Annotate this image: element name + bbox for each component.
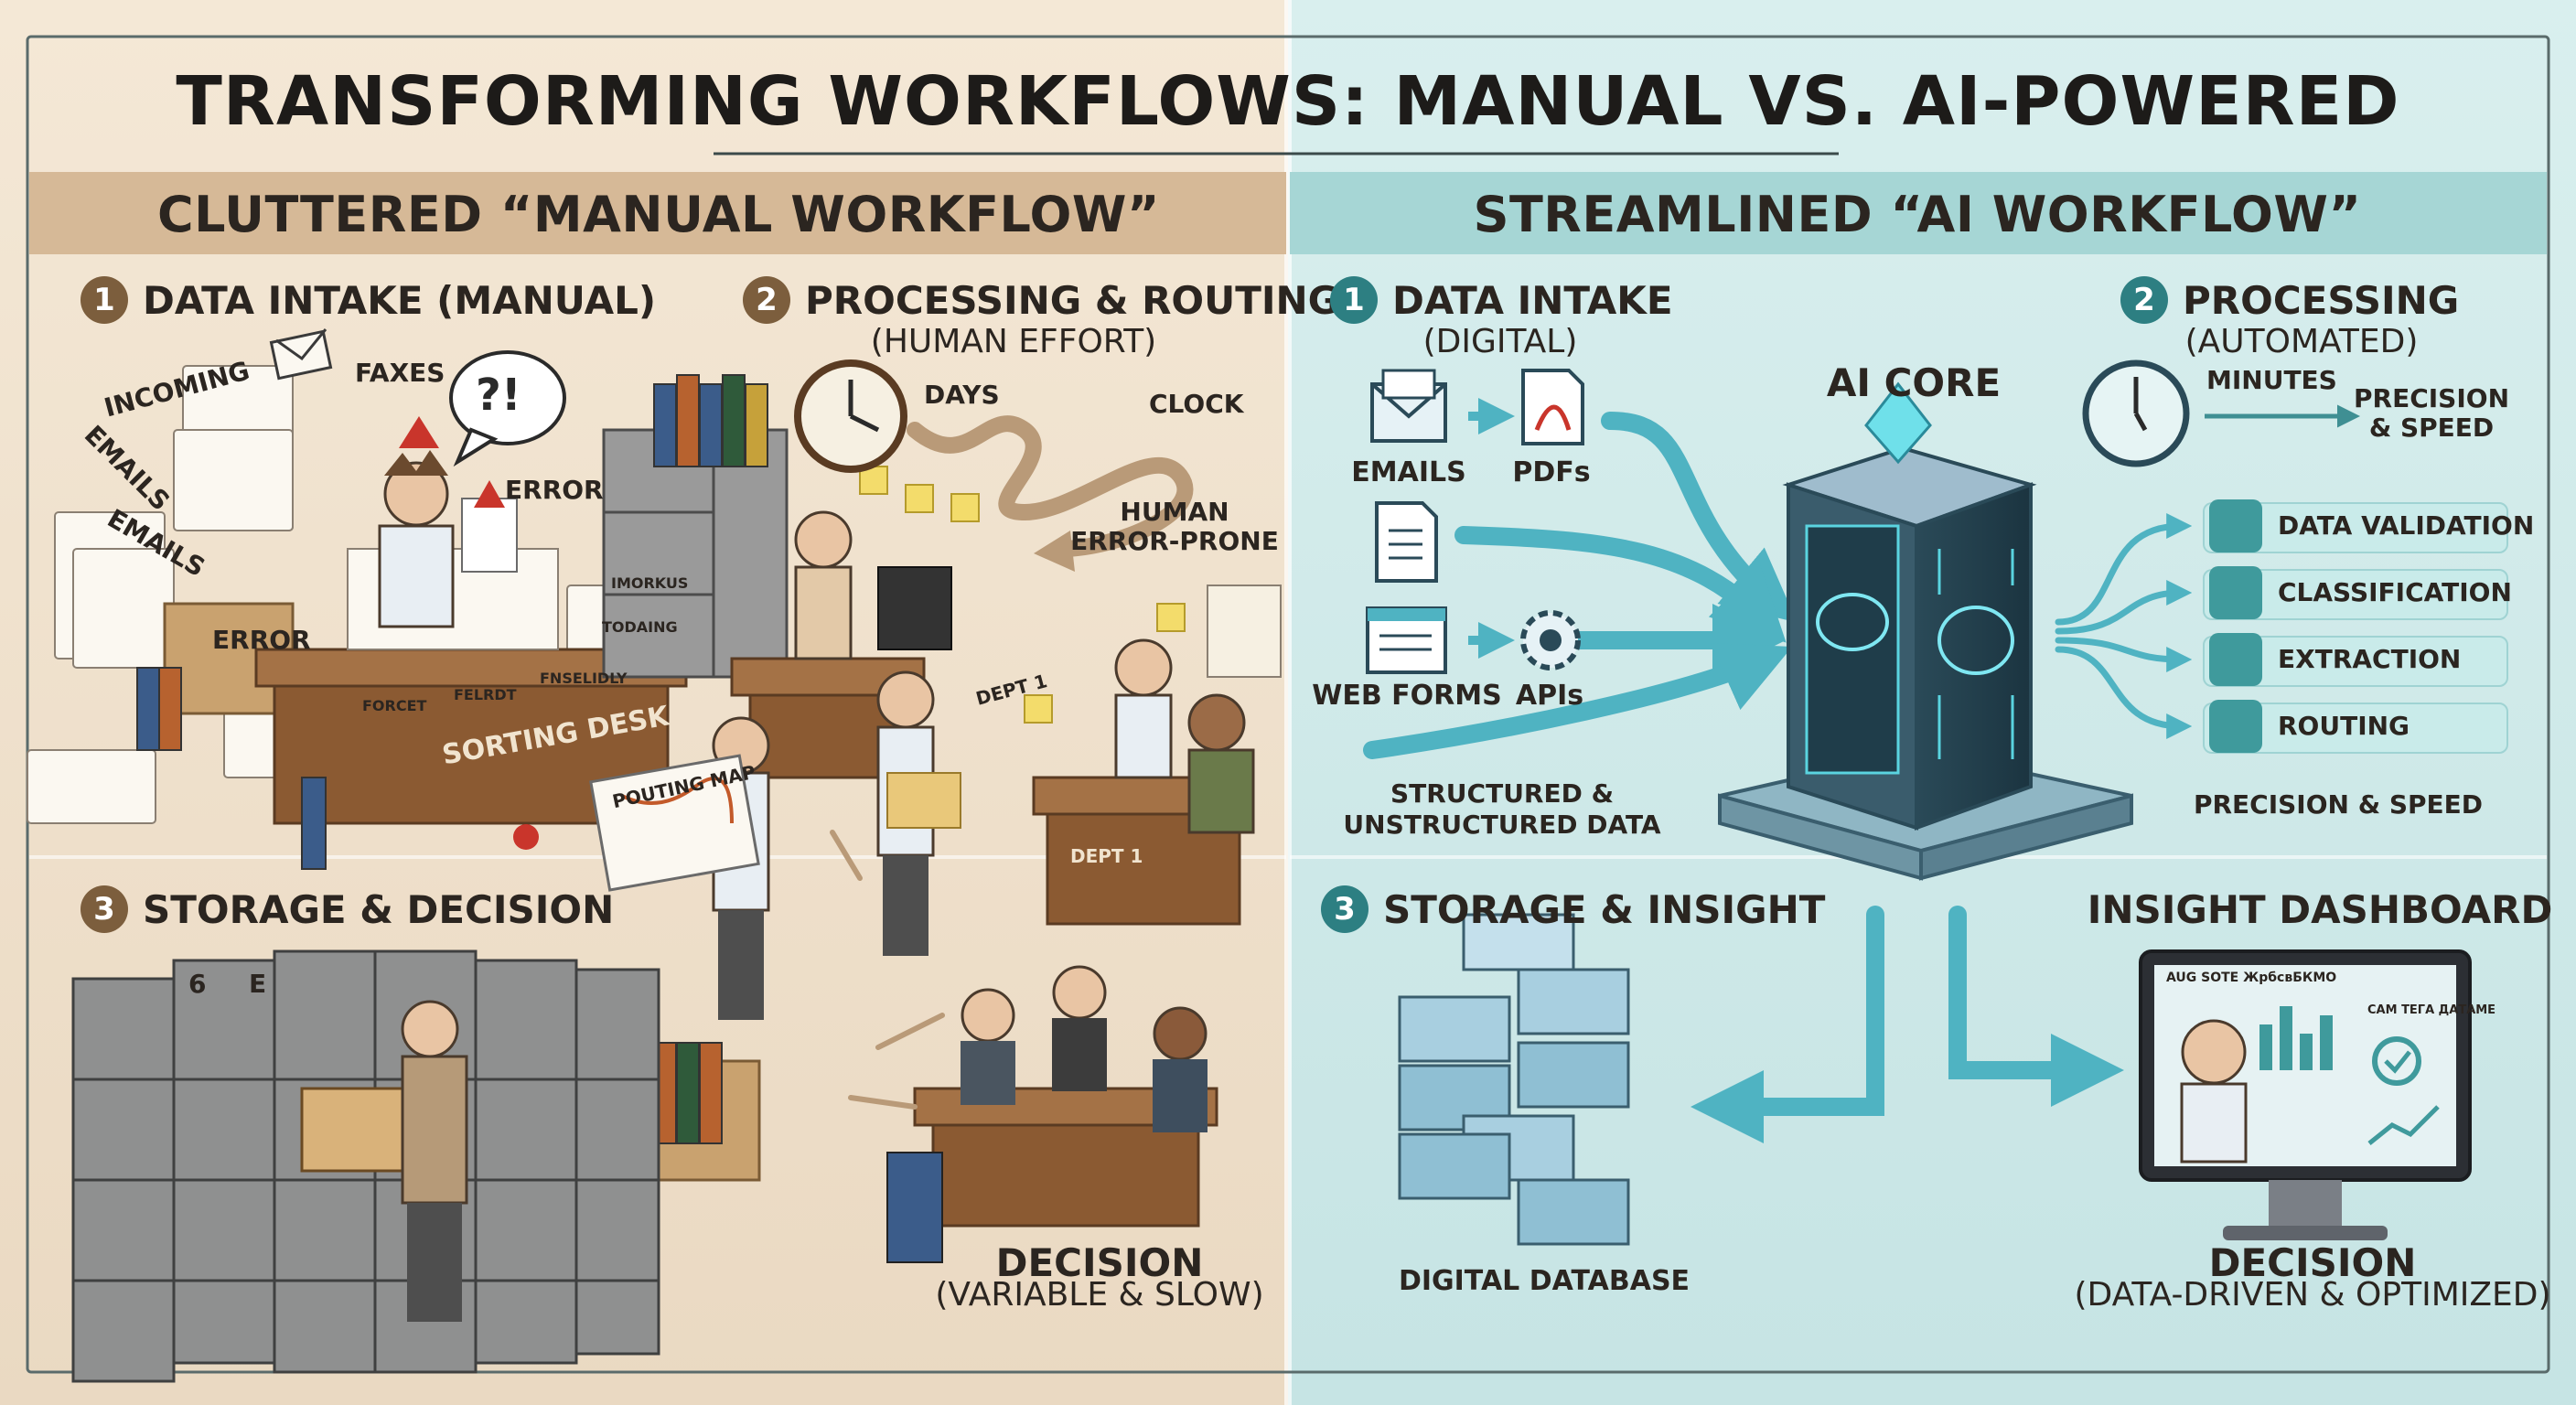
man-at-cabinet (401, 1000, 468, 1322)
ai-step2-sub: (AUTOMATED) (2184, 323, 2419, 360)
database-label: DIGITAL DATABASE (1398, 1265, 1690, 1297)
manual-step1-label: DATA INTAKE (MANUAL) (143, 278, 657, 323)
label-clock: CLOCK (1149, 389, 1244, 419)
input-pdfs-label: PDFs (1512, 456, 1591, 488)
label-days: DAYS (924, 380, 1000, 410)
monitor-icon (2139, 949, 2472, 1240)
manual-step3-label: STORAGE & DECISION (143, 887, 615, 932)
clock-icon (2082, 359, 2190, 467)
precision-bottom: PRECISION & SPEED (2193, 789, 2484, 820)
screen-text-b: САМ ТЕГА ДАТАМЕ (2367, 1003, 2496, 1017)
task-flows (2055, 513, 2193, 739)
flow-to-database (1690, 906, 1884, 1143)
winding-arrow (907, 415, 1194, 557)
folder-label-d: TODAING (602, 618, 678, 636)
network-icon (2209, 566, 2262, 619)
route-icon (2209, 700, 2262, 753)
database-icon (1398, 913, 1630, 1246)
folder-label-a: FORCET (362, 697, 427, 714)
structured-label-b: UNSTRUCTURED DATA (1343, 810, 1661, 840)
input-apis-label: APIs (1515, 680, 1584, 712)
task-extraction: EXTRACTION (2278, 644, 2462, 674)
clock-icon-manual (794, 359, 907, 473)
decision-meeting (886, 965, 1218, 1263)
manual-step2-badge: 2 (743, 276, 790, 324)
task-classification: CLASSIFICATION (2278, 577, 2512, 607)
cabinet-label-a: 6 (188, 969, 207, 999)
manual-decision-title: DECISION (995, 1240, 1204, 1285)
label-faxes: FAXES (355, 358, 445, 388)
minutes-label: MINUTES (2206, 365, 2337, 395)
envelope-icon (1370, 369, 1447, 443)
pdf-icon (1521, 369, 1584, 445)
manual-decision-sub: (VARIABLE & SLOW) (935, 1276, 1264, 1314)
label-error-prone: ERROR-PRONE (1070, 526, 1279, 556)
folder-label-c: FNSELIDLY (540, 670, 628, 687)
dashboard-title: INSIGHT DASHBOARD (2087, 887, 2553, 932)
ai-step1-sub: (DIGITAL) (1422, 323, 1578, 360)
label-error-a: ERROR (505, 475, 604, 505)
folder-label-b: FELRDT (454, 686, 517, 703)
input-flows (1363, 412, 1798, 759)
page-title: TRANSFORMING WORKFLOWS: MANUAL VS. AI-PO… (176, 62, 2400, 141)
manual-step2-label: PROCESSING & ROUTING (805, 278, 1340, 323)
cabinet-label-b: E (249, 969, 267, 999)
folder-label-e: IMORKUS (611, 574, 689, 592)
ai-core-server (1782, 381, 2037, 831)
manual-step2-sub: (HUMAN EFFORT) (870, 323, 1157, 360)
ai-step1-label: DATA INTAKE (1392, 278, 1673, 323)
task-routing: ROUTING (2278, 711, 2410, 741)
warning-icon (399, 416, 539, 850)
web-form-icon (1366, 606, 1447, 674)
structured-label-a: STRUCTURED & (1390, 778, 1615, 809)
manual-header: CLUTTERED “MANUAL WORKFLOW” (157, 186, 1160, 243)
envelope-icon-manual (269, 328, 333, 381)
flow-to-dashboard (1948, 906, 2124, 1107)
exclaim-text: ?! (476, 370, 521, 421)
filing-cabinets-top (602, 428, 789, 679)
input-emails-label: EMAILS (1351, 456, 1466, 488)
ai-step1-badge: 1 (1330, 276, 1378, 324)
ai-decision-sub: (DATA-DRIVEN & OPTIMIZED) (2074, 1276, 2551, 1314)
document-icon (1375, 501, 1438, 583)
ai-step3-badge: 3 (1321, 885, 1368, 933)
walking-men (589, 670, 961, 1020)
stressed-worker (378, 450, 518, 628)
magnifier-icon (2209, 633, 2262, 686)
manual-step1-badge: 1 (80, 276, 128, 324)
ai-decision-title: DECISION (2208, 1240, 2417, 1285)
binders (136, 374, 768, 1144)
task-data-validation: DATA VALIDATION (2278, 510, 2535, 541)
label-human: HUMAN (1120, 497, 1229, 527)
ai-step2-label: PROCESSING (2183, 278, 2460, 323)
speech-bubble-icon (449, 350, 566, 467)
input-webforms-label: WEB FORMS (1312, 680, 1502, 712)
precision-top-a: PRECISION (2354, 383, 2509, 413)
ai-step3-label: STORAGE & INSIGHT (1383, 887, 1826, 932)
screen-text-a: AUG SOTE ЖрбсвБКМО (2166, 971, 2337, 985)
precision-top-b: & SPEED (2368, 413, 2495, 443)
dept-label-b: DEPT 1 (1070, 845, 1143, 867)
manual-header-band (29, 172, 1286, 254)
ai-core-label: AI CORE (1826, 360, 2002, 405)
database-small-icon (2209, 499, 2262, 552)
ai-header: STREAMLINED “AI WORKFLOW” (1473, 186, 2362, 243)
dept-desk (1032, 638, 1255, 926)
gear-icon (1520, 610, 1581, 670)
manual-step3-badge: 3 (80, 885, 128, 933)
ai-header-band (1290, 172, 2547, 254)
ai-step2-badge: 2 (2120, 276, 2168, 324)
label-error-b: ERROR (212, 625, 311, 655)
